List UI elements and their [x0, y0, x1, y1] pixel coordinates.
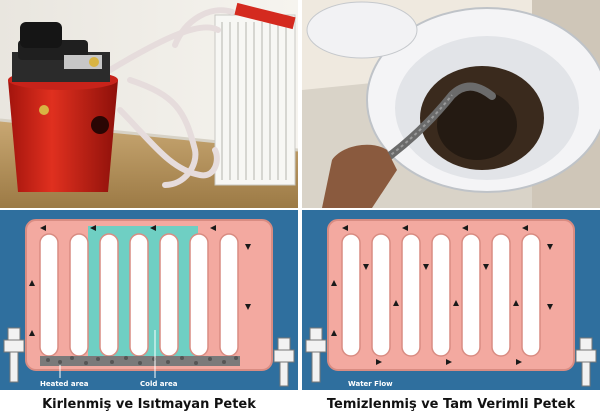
- drain-hose: [358, 82, 496, 179]
- water-flow-label: Water Flow: [348, 380, 393, 388]
- hoses: [107, 7, 235, 188]
- cold-area-label: Cold area: [140, 380, 178, 388]
- caption-dirty-radiator: Kirlenmiş ve Isıtmayan Petek: [42, 397, 256, 412]
- pump-radiator-photo: [0, 0, 298, 208]
- flushing-pump: [8, 22, 118, 192]
- caption-clean-radiator: Temizlenmiş ve Tam Verimli Petek: [326, 397, 576, 412]
- sludge: [40, 356, 240, 366]
- clean-radiator-diagram: Water Flow: [302, 210, 600, 390]
- valve-left: [305, 327, 327, 383]
- hand: [322, 144, 397, 208]
- dirty-radiator-diagram: Heated area Cold area: [0, 210, 298, 390]
- toilet-bowl: [306, 1, 600, 193]
- radiator: [214, 2, 296, 186]
- valve-left: [3, 327, 25, 383]
- heated-area-label: Heated area: [40, 380, 89, 388]
- valve-right: [575, 337, 597, 387]
- valve-right: [273, 337, 295, 387]
- toilet-drain-photo: [302, 0, 600, 208]
